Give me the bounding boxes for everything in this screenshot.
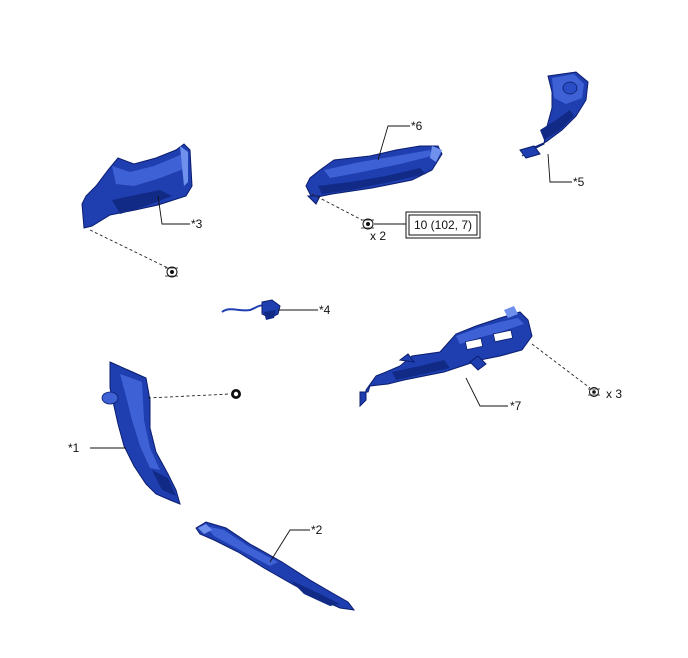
quantity-part-6: x 2 — [370, 229, 386, 243]
clip-icon-part-1 — [231, 389, 241, 399]
leader-part-3 — [157, 195, 190, 225]
part-5-side-cover — [519, 71, 589, 159]
leader-part-6 — [377, 125, 410, 161]
label-part-2: *2 — [311, 523, 323, 537]
bolt-icon-part-6 — [361, 218, 374, 230]
dashed-line-clip-1 — [147, 393, 231, 399]
torque-value: 10 (102, 7) — [414, 218, 472, 232]
label-part-3: *3 — [191, 217, 203, 231]
label-part-7: *7 — [510, 399, 522, 413]
label-part-1: *1 — [68, 441, 80, 455]
bolt-icon-part-3 — [165, 266, 178, 278]
label-part-4: *4 — [319, 303, 331, 317]
dashed-line-bolt-7 — [531, 343, 591, 389]
part-7-bracket-panel — [359, 306, 533, 408]
bolt-icon-part-7 — [588, 387, 600, 397]
torque-spec-box: 10 (102, 7) — [405, 211, 481, 239]
leader-part-7 — [465, 377, 508, 407]
leader-part-2 — [269, 529, 310, 563]
dashed-line-bolt-6 — [311, 193, 363, 221]
leader-part-5 — [547, 153, 572, 183]
label-part-6: *6 — [411, 119, 423, 133]
part-6-upper-panel — [305, 145, 443, 205]
part-4-clip — [221, 299, 281, 320]
dashed-line-bolt-3 — [89, 229, 169, 269]
part-2-lower-rail — [195, 521, 356, 611]
label-part-5: *5 — [573, 175, 585, 189]
part-3-lower-trim — [81, 143, 193, 229]
quantity-part-7: x 3 — [606, 387, 622, 401]
part-1-pillar-trim — [101, 361, 181, 505]
